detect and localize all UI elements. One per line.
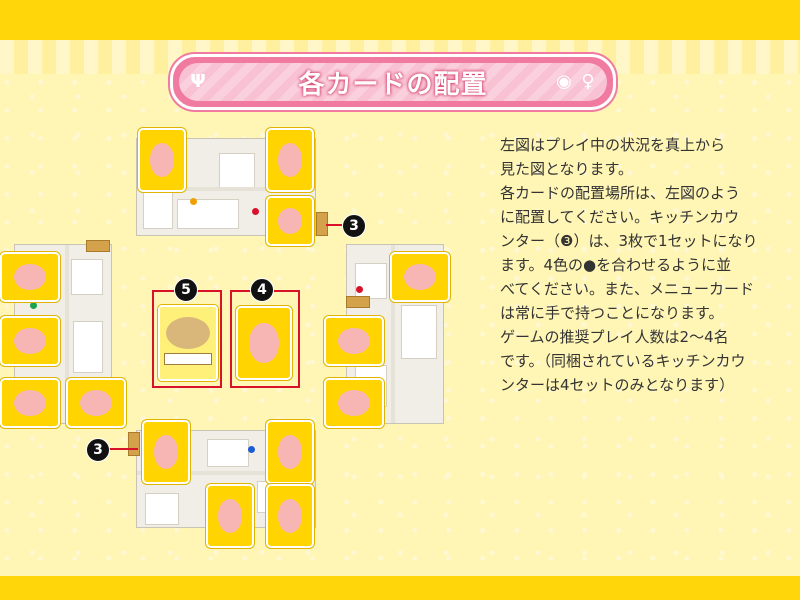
spoon-icon: ♀ <box>581 71 595 92</box>
menu-card <box>158 305 218 381</box>
description-line: は常に手で持つことになります。 <box>500 304 724 322</box>
recipe-card <box>266 484 314 548</box>
badge-deck: 4 <box>250 278 274 302</box>
description-line: 見た図となります。 <box>500 160 634 178</box>
description-line: 左図はプレイ中の状況を真上から <box>500 136 726 154</box>
deck-card <box>236 306 292 380</box>
recipe-card <box>390 252 450 302</box>
leader-line <box>108 448 138 450</box>
description-line: です。（同梱されているキッチンカウ <box>500 352 746 370</box>
counter-end <box>346 296 370 308</box>
recipe-card <box>138 128 186 192</box>
badge-counter-bottom: 3 <box>86 438 110 462</box>
title-banner-inner <box>179 63 607 101</box>
counter-end <box>128 432 140 456</box>
recipe-card <box>142 420 190 484</box>
description-text: 左図はプレイ中の状況を真上から 見た図となります。 各カードの配置場所は、左図の… <box>500 133 792 397</box>
recipe-card <box>266 420 314 484</box>
recipe-card <box>0 252 60 302</box>
recipe-card <box>66 378 126 428</box>
description-line: ンターは4セットのみとなります） <box>500 376 735 394</box>
recipe-card <box>324 316 384 366</box>
whisk-icon: ◉ <box>556 71 572 92</box>
description-line: に配置してください。キッチンカウ <box>500 208 740 226</box>
recipe-card <box>206 484 254 548</box>
menu-label-box <box>164 353 212 365</box>
badge-counter-top: 3 <box>342 214 366 238</box>
description-line: べてください。また、メニューカード <box>500 280 754 298</box>
counter-end <box>86 240 110 252</box>
badge-menu: 5 <box>174 278 198 302</box>
description-line: ンター（❸）は、3枚で1セットになり <box>500 232 758 250</box>
leader-line <box>326 224 342 226</box>
description-line: ます。4色の●を合わせるように並 <box>500 256 732 274</box>
recipe-card <box>0 316 60 366</box>
description-line: 各カードの配置場所は、左図のよう <box>500 184 741 202</box>
color-dot-blue <box>248 446 255 453</box>
menu-dish-image <box>166 317 210 349</box>
recipe-card <box>0 378 60 428</box>
color-dot-red <box>356 286 363 293</box>
description-line: ゲームの推奨プレイ人数は2〜4名 <box>500 328 729 346</box>
color-dot-red <box>252 208 259 215</box>
recipe-card <box>324 378 384 428</box>
recipe-card <box>266 128 314 192</box>
color-dot-green <box>30 302 37 309</box>
page-title: 各カードの配置 <box>298 69 488 100</box>
recipe-card <box>266 196 314 246</box>
fork-icon: Ψ <box>190 71 206 92</box>
color-dot-yellow <box>190 198 197 205</box>
top-band <box>0 0 800 40</box>
bottom-band <box>0 576 800 600</box>
title-banner: Ψ ◉ ♀ 各カードの配置 <box>170 54 616 110</box>
